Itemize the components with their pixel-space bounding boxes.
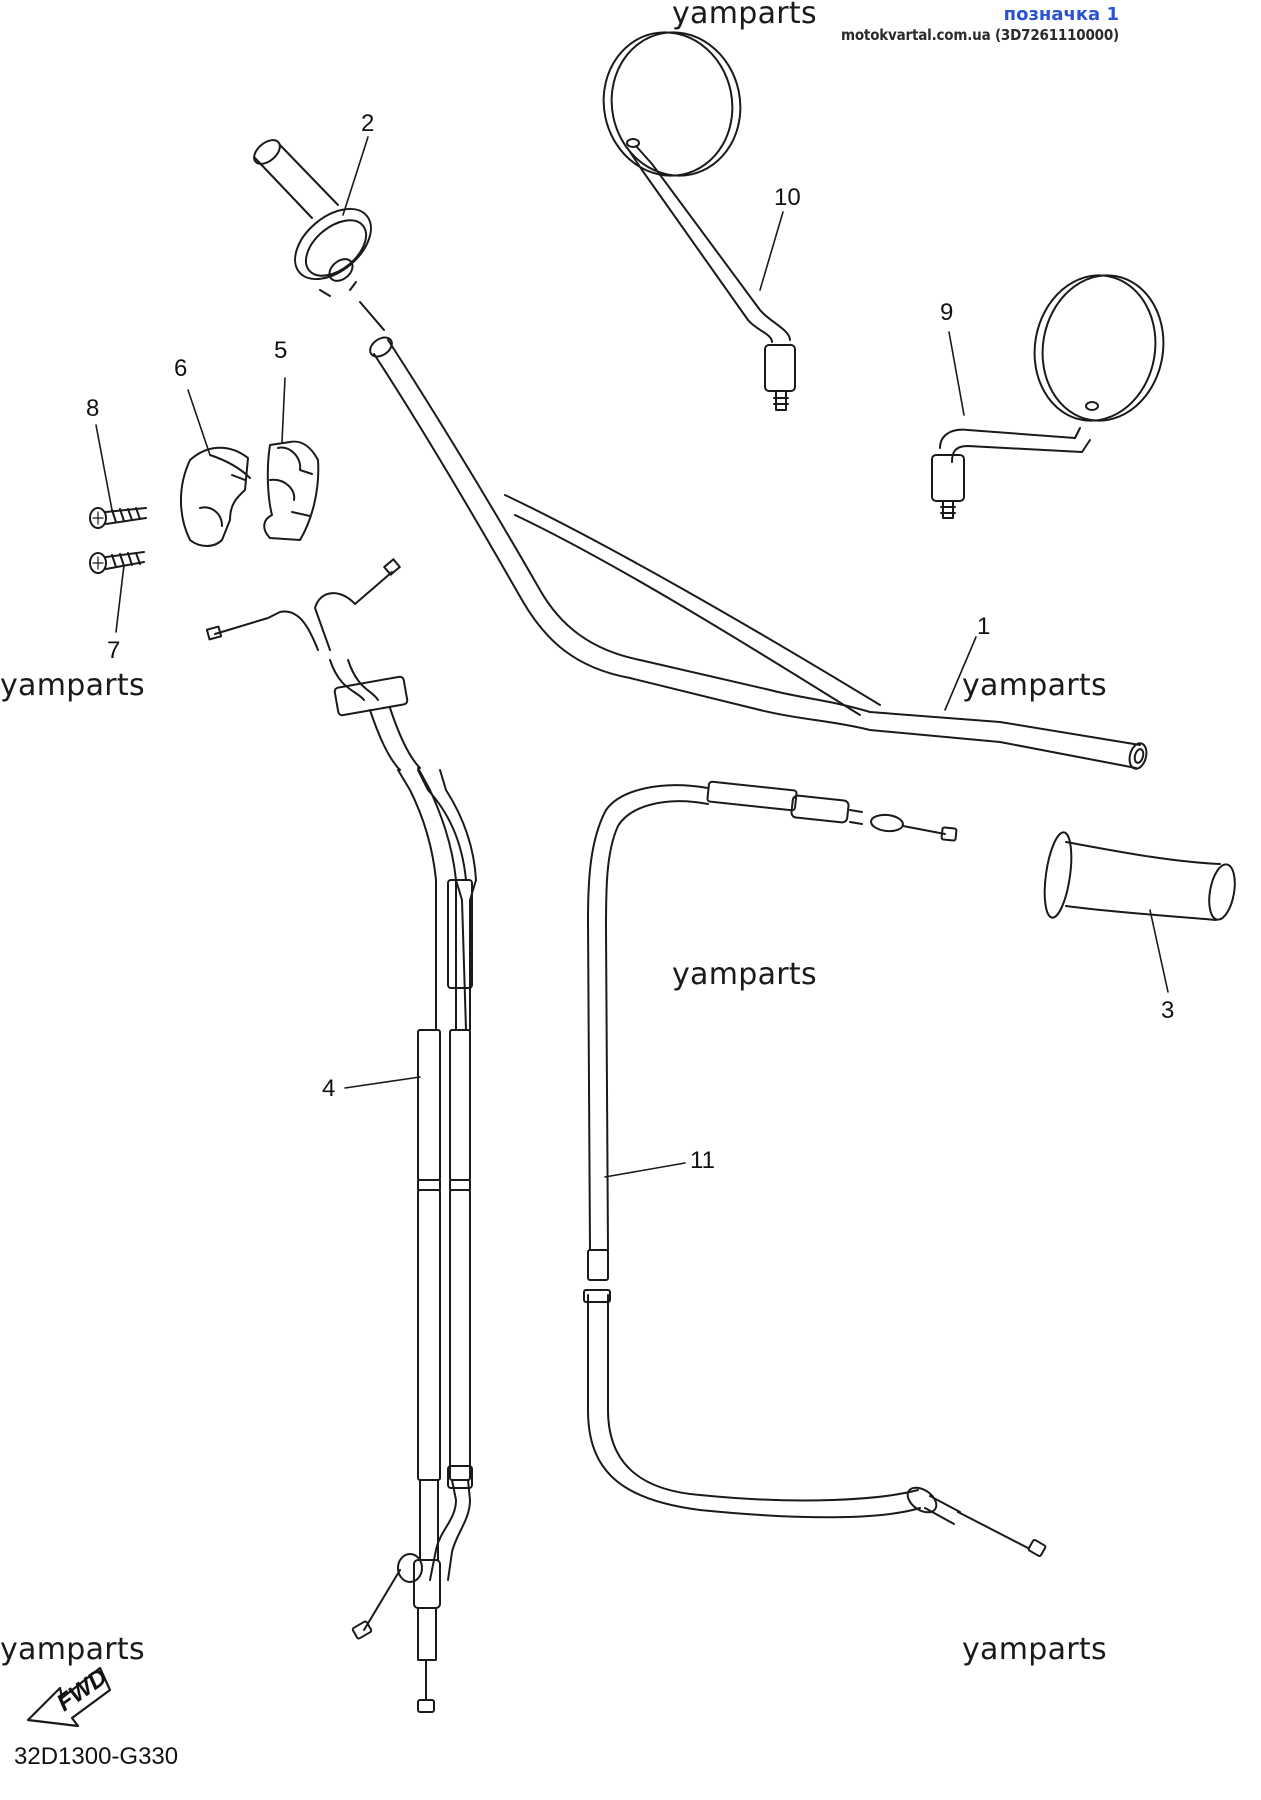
mirror-right <box>602 31 796 411</box>
callout-4: 4 <box>322 1075 335 1102</box>
header-title: позначка 1 <box>1003 4 1119 25</box>
callout-8: 8 <box>86 395 99 422</box>
mirror-left <box>931 274 1165 519</box>
watermark: yamparts <box>962 668 1107 703</box>
throttle-grip <box>253 139 385 331</box>
callout-6: 6 <box>174 355 187 382</box>
throttle-cable-assy <box>205 558 477 1713</box>
leader-lines <box>95 136 1169 1178</box>
watermark: yamparts <box>672 0 817 31</box>
handlebar <box>369 336 1148 770</box>
watermark: yamparts <box>0 1632 145 1667</box>
header-source: motokvartal.com.ua (3D7261110000) <box>841 26 1119 44</box>
watermark: yamparts <box>0 668 145 703</box>
callout-10: 10 <box>774 184 801 211</box>
callout-2: 2 <box>361 110 374 137</box>
left-grip <box>1043 831 1236 921</box>
clutch-cable <box>583 780 1047 1557</box>
callout-11: 11 <box>690 1147 715 1174</box>
screw-7 <box>89 551 145 574</box>
callout-1: 1 <box>977 613 990 640</box>
callout-9: 9 <box>940 299 953 326</box>
watermark: yamparts <box>962 1632 1107 1667</box>
callout-5: 5 <box>274 337 287 364</box>
watermark: yamparts <box>672 957 817 992</box>
throttle-housing-upper <box>263 440 320 541</box>
screw-8 <box>89 507 147 529</box>
callout-7: 7 <box>107 637 120 664</box>
callout-3: 3 <box>1161 997 1174 1024</box>
diagram-code: 32D1300-G330 <box>14 1743 179 1770</box>
fwd-arrow-icon: FWD <box>26 1663 112 1728</box>
throttle-housing-lower <box>180 446 251 547</box>
